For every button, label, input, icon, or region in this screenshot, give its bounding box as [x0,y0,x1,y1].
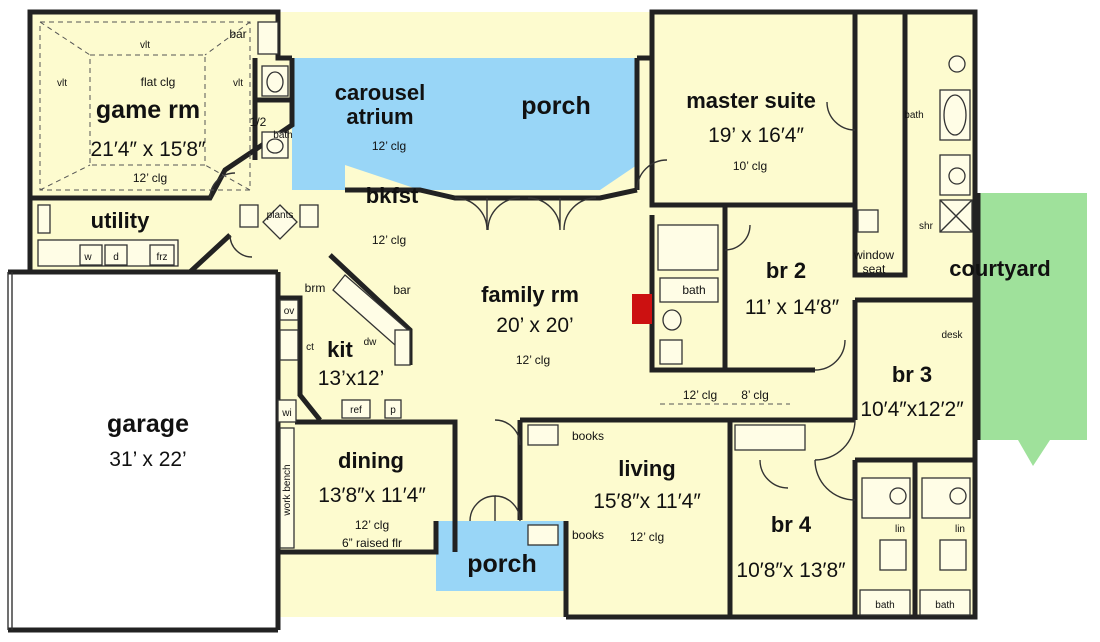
br3-name: br 3 [892,362,932,387]
game-rm-ceiling: 12’ clg [133,171,167,185]
br4-name: br 4 [771,512,812,537]
courtyard-area [978,193,1087,466]
game-rm-vlt-c: vlt [233,78,243,89]
kit-wi: wi [281,408,291,419]
porch-bottom-name: porch [467,550,536,578]
half-bath-bar: bar [229,27,246,41]
half-bath-bath: bath [273,130,292,141]
br4-dim: 10′8″x 13′8″ [736,559,846,582]
garage-name: garage [107,410,189,438]
se-lin-a: lin [895,524,905,535]
garage-dim: 31’ x 22’ [109,448,186,471]
kit-ct: ct [306,342,314,353]
bkfst-ceiling: 12’ clg [372,233,406,247]
fireplace-icon [632,294,652,324]
ceiling-lines [39,21,790,405]
dining-name: dining [338,448,404,473]
porch-top-area [292,58,637,190]
room-labels: game rm 21′4″ x 15′8″ 12’ clg flat clg v… [57,27,1051,611]
dining-ceiling: 12’ clg [355,518,389,532]
kit-name: kit [327,337,353,362]
family-dim: 20’ x 20’ [496,314,573,337]
kit-ref: ref [350,405,362,416]
master-shr: shr [919,221,934,232]
br3-desk: desk [941,330,963,341]
family-clg-a: 12’ clg [683,388,717,402]
half-bath-label: 1/2 [250,115,267,129]
game-rm-vlt-b: vlt [57,78,67,89]
utility-name: utility [91,208,150,233]
kit-ov: ov [284,306,295,317]
utility-d: d [113,252,119,263]
family-clg-b: 8’ clg [741,388,769,402]
game-rm-name: game rm [96,96,200,124]
dining-floor-note: 6” raised flr [342,536,402,550]
br2-name: br 2 [766,258,806,283]
se-bath-a: bath [875,600,894,611]
carousel-ceiling: 12’ clg [372,139,406,153]
br2-bath: bath [682,283,705,297]
living-books-a: books [572,429,604,443]
game-rm-dim: 21′4″ x 15′8″ [91,138,207,161]
carousel-name-1: carousel [335,80,426,105]
kit-brm: brm [305,281,326,295]
kit-dw: dw [364,337,378,348]
carousel-plants: plants [267,210,294,221]
family-name: family rm [481,282,579,307]
game-rm-vlt-a: vlt [140,40,150,51]
utility-frz: frz [156,252,167,263]
kit-bar: bar [393,283,410,297]
carousel-name-2: atrium [346,104,413,129]
kit-p: p [390,405,396,416]
se-bath-b: bath [935,600,954,611]
master-dim: 19’ x 16′4″ [708,124,804,147]
br2-window-2: seat [863,262,886,276]
master-bath: bath [904,110,923,121]
dining-dim: 13′8″x 11′4″ [318,484,426,507]
door-swings [209,101,856,522]
garage-area [8,272,278,632]
courtyard-name: courtyard [949,256,1050,281]
porch-top-cutout [292,165,637,190]
bkfst-name: bkfst [366,183,419,208]
living-name: living [618,456,675,481]
family-ceiling: 12’ clg [516,353,550,367]
game-rm-flat-clg: flat clg [141,75,176,89]
master-ceiling: 10’ clg [733,159,767,173]
se-lin-b: lin [955,524,965,535]
kit-dim: 13’x12’ [318,367,385,390]
living-books-b: books [572,528,604,542]
garage-bench: work bench [282,464,293,516]
porch-top-name: porch [521,92,590,120]
living-ceiling: 12’ clg [630,530,664,544]
master-name: master suite [686,88,816,113]
br3-dim: 10′4″x12′2″ [860,398,964,421]
living-dim: 15′8″x 11′4″ [593,490,701,513]
utility-w: w [83,252,92,263]
br2-dim: 11’ x 14′8″ [745,296,840,319]
br2-window-1: window [853,248,894,262]
fixtures [37,21,973,616]
